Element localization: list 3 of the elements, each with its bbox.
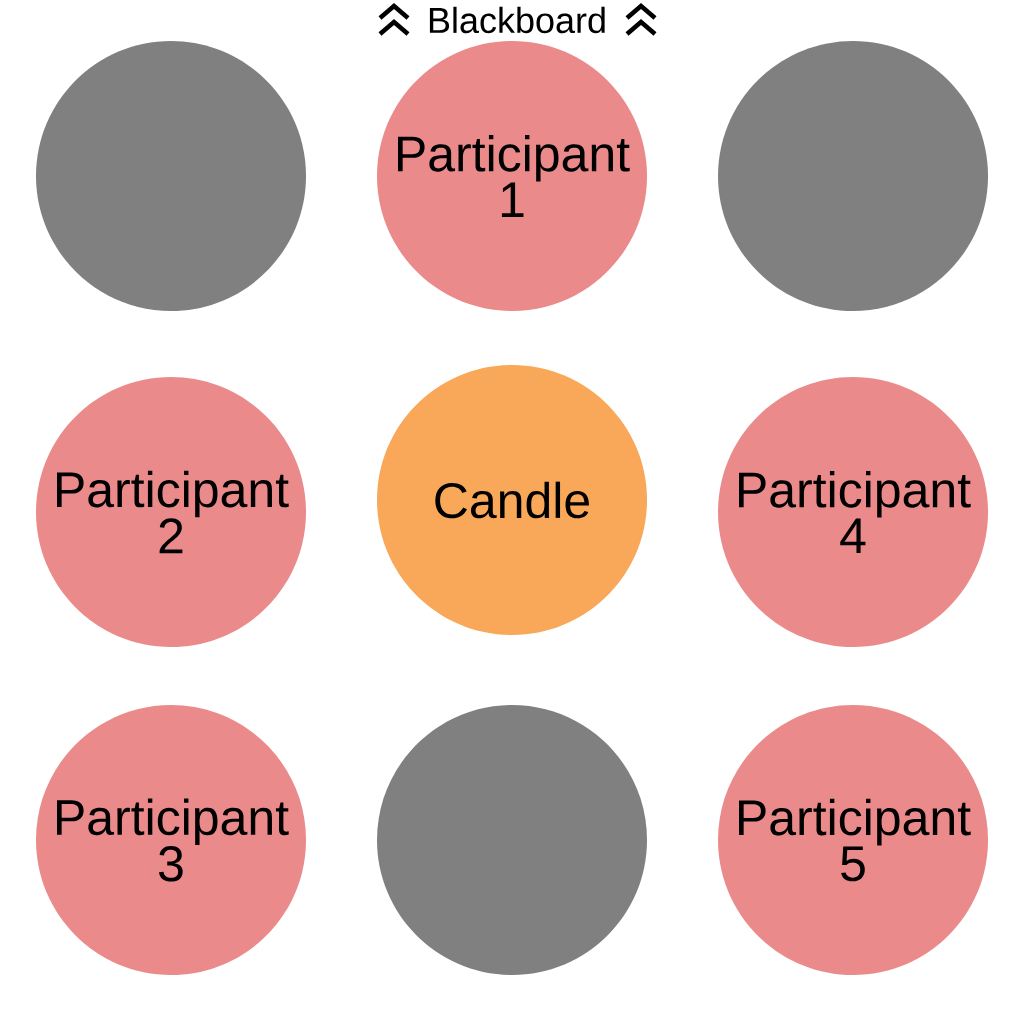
- empty-circle: [718, 41, 988, 311]
- empty-circle: [377, 705, 647, 975]
- empty-circle: [36, 41, 306, 311]
